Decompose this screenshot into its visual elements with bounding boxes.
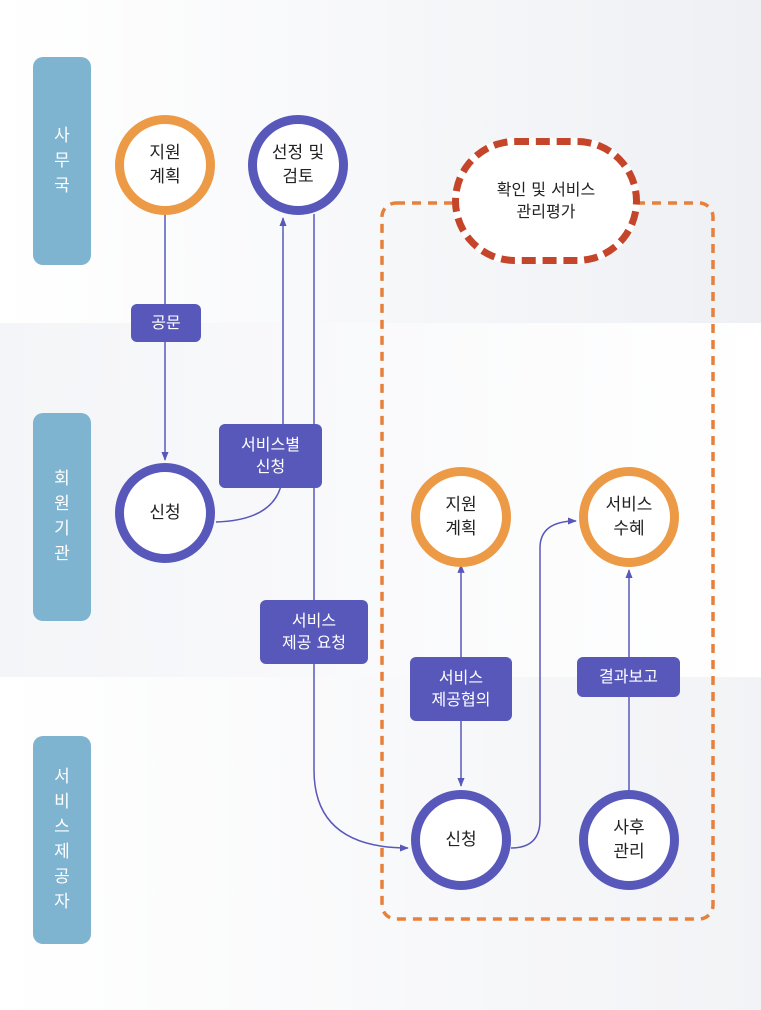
evaluation-bubble: 확인 및 서비스 관리평가 xyxy=(452,138,640,264)
node-selection-review: 선정 및 검토 xyxy=(248,115,348,215)
node-label: 사후 xyxy=(613,818,645,838)
node-label: 지원 xyxy=(149,143,181,163)
bubble-text: 관리평가 xyxy=(516,202,576,221)
tag-label: 서비스별 xyxy=(241,435,300,454)
tag-service-request: 서비스 제공 요청 xyxy=(260,600,368,664)
edge-apply-to-receive xyxy=(510,517,577,849)
node-label: 서비스 xyxy=(605,495,653,515)
tag-result-report: 결과보고 xyxy=(577,657,680,697)
bubble-text: 확인 및 서비스 xyxy=(496,180,596,199)
node-provider-apply: 신청 xyxy=(411,790,511,890)
node-label: 수혜 xyxy=(613,519,645,539)
lane-label-char: 스 xyxy=(54,817,70,837)
lane-label-char: 서 xyxy=(54,767,70,787)
lane-label-char: 자 xyxy=(54,892,70,912)
lane-label-char: 제 xyxy=(54,842,70,862)
lane-label-char: 비 xyxy=(54,792,70,812)
lane-label-char: 원 xyxy=(54,494,70,514)
lane-label-provider: 서 비 스 제 공 자 xyxy=(33,736,91,944)
node-label: 관리 xyxy=(613,842,645,862)
node-secretariat-plan: 지원 계획 xyxy=(115,115,215,215)
tag-label: 서비스 xyxy=(438,668,484,687)
tag-service-consult: 서비스 제공협의 xyxy=(410,657,512,721)
tag-official-letter: 공문 xyxy=(131,304,201,342)
node-label: 검토 xyxy=(282,167,314,187)
edge-review-to-provider xyxy=(313,214,409,852)
tag-label: 공문 xyxy=(151,313,181,332)
tag-label: 서비스 xyxy=(291,611,337,630)
node-label: 계획 xyxy=(445,519,477,539)
node-follow-up: 사후 관리 xyxy=(579,790,679,890)
tag-label: 결과보고 xyxy=(599,667,658,686)
node-label: 계획 xyxy=(149,167,181,187)
node-provider-plan: 지원 계획 xyxy=(411,467,511,567)
lane-label-char: 기 xyxy=(54,519,70,539)
lane-label-char: 회 xyxy=(54,469,70,489)
node-label: 지원 xyxy=(445,495,477,515)
tag-service-apply: 서비스별 신청 xyxy=(219,424,322,488)
node-label: 선정 및 xyxy=(271,143,325,163)
tag-label: 신청 xyxy=(255,457,286,476)
node-service-receive: 서비스 수혜 xyxy=(579,467,679,567)
lane-label-char: 관 xyxy=(54,544,70,564)
lane-label-char: 사 xyxy=(54,125,70,146)
tag-label: 제공 요청 xyxy=(282,633,346,652)
tag-label: 제공협의 xyxy=(431,690,491,709)
lane-label-char: 국 xyxy=(54,175,70,196)
lane-label-char: 무 xyxy=(54,150,70,171)
node-label: 신청 xyxy=(149,503,181,523)
lane-label-secretariat: 사 무 국 xyxy=(33,57,91,265)
node-label: 신청 xyxy=(445,830,477,850)
node-member-apply: 신청 xyxy=(115,463,215,563)
lane-label-char: 공 xyxy=(54,867,70,887)
lane-label-member: 회 원 기 관 xyxy=(33,413,91,621)
